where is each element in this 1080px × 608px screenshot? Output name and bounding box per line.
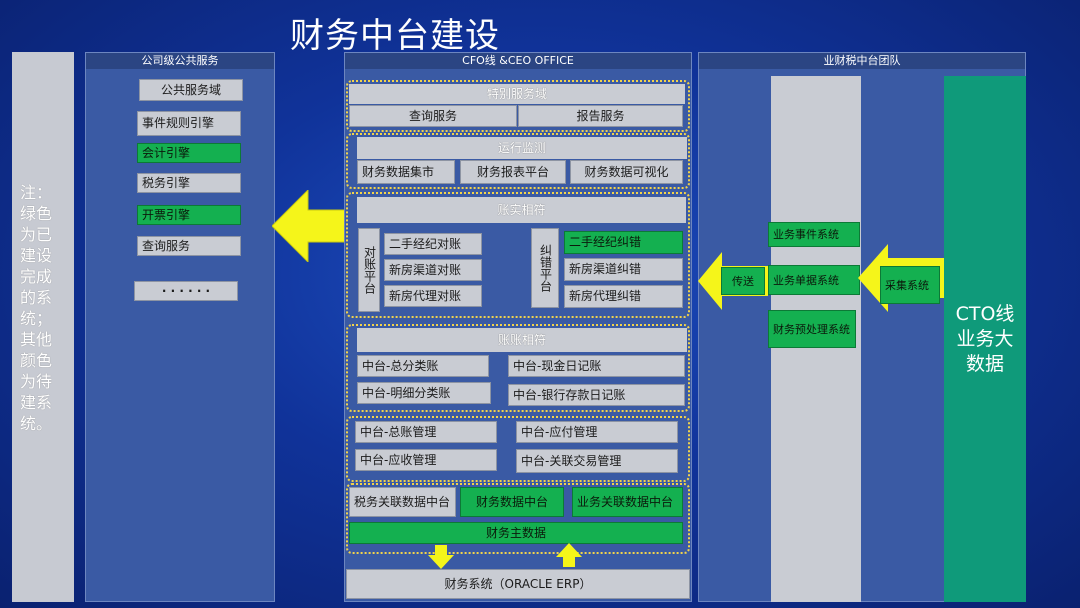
finance-data-visualization: 财务数据可视化 (570, 160, 683, 184)
up-arrow-icon (556, 543, 582, 567)
monitor-title: 运行监测 (357, 137, 687, 159)
correction-item-1: 二手经纪纠错 (564, 231, 683, 254)
reconcile-group (346, 192, 690, 318)
special-query-service: 查询服务 (349, 105, 517, 127)
ledger-group (346, 324, 690, 412)
data-group (346, 483, 690, 554)
note-text: 注：绿色为已建设完成的系统；其他颜色为待建系统。 (20, 183, 53, 433)
gl-management: 中台-总账管理 (355, 421, 497, 443)
cto-big-data-text: CTO线业务大数据 (955, 302, 1015, 375)
monitor-group (346, 133, 690, 189)
cto-big-data: CTO线业务大数据 (944, 76, 1026, 602)
cash-journal: 中台-现金日记账 (508, 355, 685, 377)
event-rule-engine: 事件规则引擎 (137, 111, 241, 136)
correction-item-3: 新房代理纠错 (564, 285, 683, 308)
reconcile-title: 账实相符 (357, 197, 686, 223)
business-document-system: 业务单据系统 (768, 265, 860, 295)
bank-journal: 中台-银行存款日记账 (508, 384, 685, 406)
public-service-domain: 公共服务域 (139, 79, 243, 101)
more-services: · · · · · · (134, 281, 238, 301)
correction-item-2: 新房渠道纠错 (564, 258, 683, 281)
page-title: 财务中台建设 (290, 16, 500, 56)
business-event-system: 业务事件系统 (768, 222, 860, 247)
collect-system-label: 采集系统 (880, 266, 940, 304)
cfo-header: CFO线 &CEO OFFICE (345, 53, 691, 69)
reconcile-item-1: 二手经纪对账 (384, 233, 482, 255)
ar-management: 中台-应收管理 (355, 449, 497, 471)
business-data-center: 业务关联数据中台 (572, 487, 683, 517)
special-report-service: 报告服务 (518, 105, 683, 127)
query-service: 查询服务 (137, 236, 241, 256)
general-ledger: 中台-总分类账 (357, 355, 489, 377)
finance-data-mart: 财务数据集市 (357, 160, 455, 184)
finance-preprocess-system: 财务预处理系统 (768, 310, 856, 348)
special-service-title: 特别服务域 (349, 84, 685, 104)
reconcile-item-2: 新房渠道对账 (384, 259, 482, 281)
oracle-erp: 财务系统（ORACLE ERP） (346, 569, 690, 599)
reconcile-platform-label: 对账平台 (358, 228, 380, 312)
related-transaction-management: 中台-关联交易管理 (516, 449, 678, 473)
note-box: 注：绿色为已建设完成的系统；其他颜色为待建系统。 (12, 52, 74, 602)
management-group (346, 416, 690, 482)
finance-report-platform: 财务报表平台 (460, 160, 566, 184)
team-header: 业财税中台团队 (699, 53, 1025, 69)
left-arrow-icon (272, 190, 351, 262)
down-arrow-icon (428, 545, 454, 569)
tax-data-center: 税务关联数据中台 (349, 487, 456, 517)
special-service-group (346, 80, 690, 132)
reconcile-item-3: 新房代理对账 (384, 285, 482, 307)
ledger-title: 账账相符 (357, 328, 687, 352)
finance-data-center: 财务数据中台 (460, 487, 564, 517)
detail-ledger: 中台-明细分类账 (357, 382, 491, 404)
transfer-label: 传送 (721, 267, 765, 295)
public-services-header: 公司级公共服务 (86, 53, 274, 69)
ap-management: 中台-应付管理 (516, 421, 678, 443)
correction-platform-label: 纠错平台 (531, 228, 559, 308)
tax-engine: 税务引擎 (137, 173, 241, 193)
invoice-engine: 开票引擎 (137, 205, 241, 225)
accounting-engine: 会计引擎 (137, 143, 241, 163)
finance-master-data: 财务主数据 (349, 522, 683, 544)
